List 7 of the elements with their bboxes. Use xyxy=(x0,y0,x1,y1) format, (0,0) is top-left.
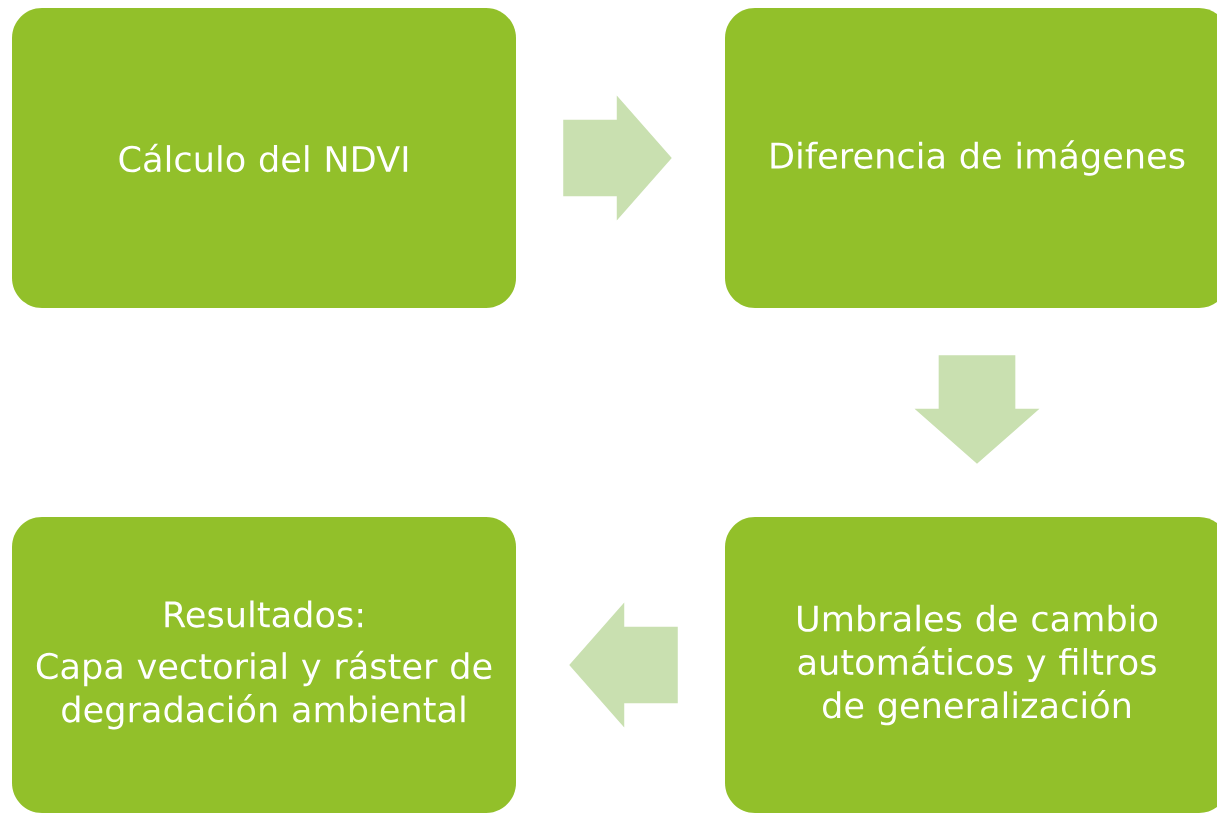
process-box: Resultados: Capa vectorial y ráster de degradación ambiental xyxy=(12,517,516,813)
process-box: Umbrales de cambio automáticos y filtros de generalización xyxy=(725,517,1217,813)
block-arrow xyxy=(569,602,678,728)
block-arrow xyxy=(563,95,672,221)
process-box: Diferencia de imágenes xyxy=(725,8,1217,308)
process-box: Cálculo del NDVI xyxy=(12,8,516,308)
block-arrow xyxy=(914,355,1040,464)
